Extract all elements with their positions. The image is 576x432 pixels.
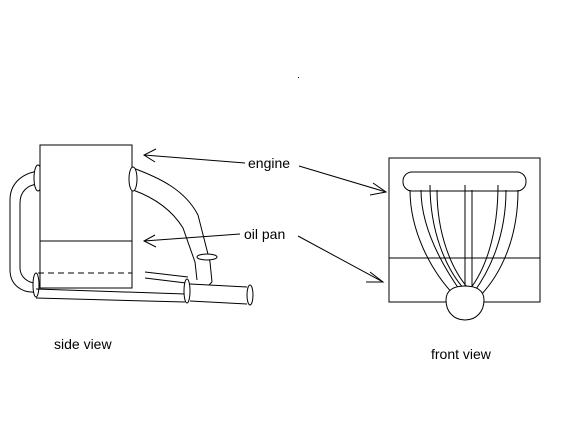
side-tailpipe <box>189 281 248 305</box>
side-collector-pipe <box>144 271 189 284</box>
side-right-pipe-inner <box>132 189 198 281</box>
label-engine: engine <box>248 155 290 171</box>
side-left-pipe-flange-bottom <box>32 272 40 298</box>
side-engine-block <box>39 144 133 242</box>
side-mid-flange <box>183 278 191 304</box>
arrowhead-oilpan-front <box>366 271 385 283</box>
arrowhead-engine-side <box>142 148 157 163</box>
label-front-view: front view <box>431 346 492 362</box>
side-right-pipe-clamp <box>196 253 218 261</box>
arrow-engine-to-front <box>298 165 387 193</box>
side-view <box>9 144 254 306</box>
arrow-engine-to-side <box>143 154 246 164</box>
front-view <box>388 157 541 321</box>
arrowhead-engine-front <box>369 182 388 196</box>
arrow-oilpan-to-front <box>297 235 384 283</box>
side-right-pipe-flange <box>128 166 138 192</box>
side-tailpipe-end <box>246 284 254 306</box>
side-bottom-pipe <box>35 288 186 303</box>
side-right-pipe <box>132 167 213 283</box>
side-left-pipe <box>9 170 39 293</box>
stray-dot <box>298 77 299 78</box>
label-side-view: side view <box>54 336 112 352</box>
side-oil-pan <box>39 240 133 289</box>
label-oil-pan: oil pan <box>244 226 285 242</box>
front-collector <box>445 285 485 321</box>
annotation-arrows <box>142 148 388 283</box>
arrowhead-oilpan-side <box>142 234 157 248</box>
front-header-tubes <box>409 184 519 297</box>
arrow-oilpan-to-side <box>143 233 241 242</box>
